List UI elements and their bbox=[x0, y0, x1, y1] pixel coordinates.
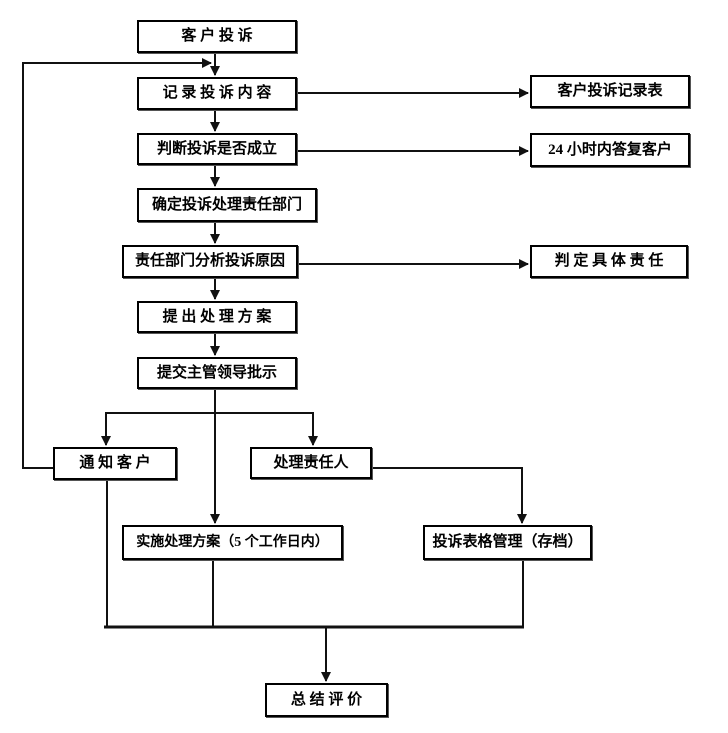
node-propose-plan: 提 出 处 理 方 案 bbox=[137, 301, 297, 333]
node-determine-department: 确定投诉处理责任部门 bbox=[137, 188, 317, 222]
node-judge-validity: 判断投诉是否成立 bbox=[137, 133, 297, 165]
node-customer-complaint: 客 户 投 诉 bbox=[137, 20, 297, 53]
node-submit-leader: 提交主管领导批示 bbox=[137, 357, 297, 389]
node-notify-customer: 通 知 客 户 bbox=[53, 447, 177, 480]
node-handle-responsible: 处理责任人 bbox=[250, 447, 372, 479]
node-form-management: 投诉表格管理（存档） bbox=[423, 525, 592, 560]
arrow-responsible-to-formmgmt bbox=[372, 467, 527, 524]
feedback-notify-to-record bbox=[22, 58, 212, 469]
node-analyze-cause: 责任部门分析投诉原因 bbox=[122, 245, 298, 278]
node-reply-24h: 24 小时内答复客户 bbox=[530, 133, 690, 167]
node-summary-evaluation: 总 结 评 价 bbox=[265, 683, 388, 717]
node-implement-plan: 实施处理方案（5 个工作日内） bbox=[122, 525, 343, 560]
node-record-content: 记 录 投 诉 内 容 bbox=[137, 77, 297, 110]
node-complaint-record-form: 客户投诉记录表 bbox=[530, 75, 690, 108]
node-determine-responsibility: 判 定 具 体 责 任 bbox=[530, 245, 688, 278]
